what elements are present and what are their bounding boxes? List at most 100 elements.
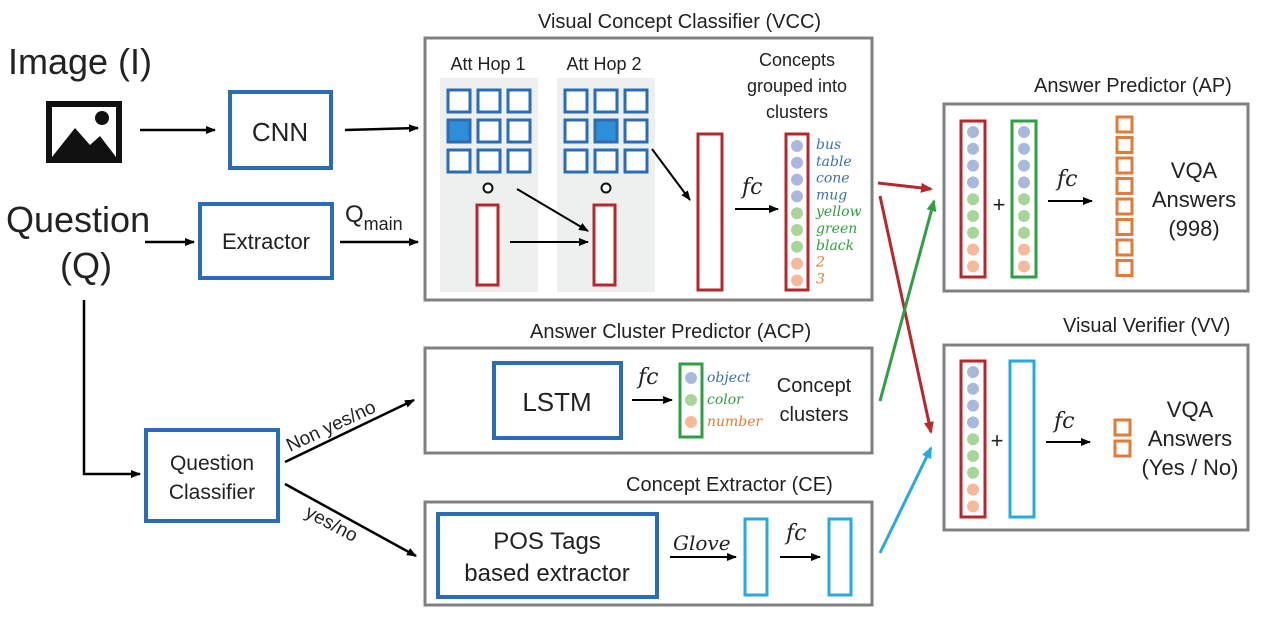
vv-answers-label-3: (Yes / No) bbox=[1141, 455, 1238, 480]
ap-box bbox=[942, 102, 1250, 293]
vv-answers-label-2: Answers bbox=[1148, 426, 1232, 451]
attention-cell bbox=[623, 118, 649, 144]
arrow-vcc-to-ap bbox=[877, 181, 933, 193]
cnn-block bbox=[228, 90, 333, 170]
vv-box bbox=[942, 343, 1250, 532]
question-label-1: Question bbox=[6, 199, 150, 240]
vv-answer-no bbox=[1113, 439, 1132, 458]
vector-dot bbox=[1018, 260, 1030, 273]
vector-dot bbox=[1018, 176, 1030, 189]
vector-dot bbox=[967, 450, 979, 462]
vv-fc-label: fc bbox=[1052, 409, 1074, 434]
vector-dot bbox=[967, 399, 979, 412]
attention-cell bbox=[563, 148, 589, 174]
vector-dot bbox=[967, 416, 979, 429]
concepts-label-2: grouped into bbox=[747, 76, 847, 96]
hop-2-question-vector bbox=[592, 203, 617, 287]
ap-fc-label: fc bbox=[1055, 167, 1077, 192]
concept-word: bus bbox=[816, 137, 841, 153]
vector-dot bbox=[1018, 243, 1030, 256]
ce-output-vector bbox=[827, 517, 853, 597]
extractor-block bbox=[198, 202, 334, 280]
arrow-question-classifier bbox=[82, 300, 141, 478]
answer-unit bbox=[1115, 136, 1134, 154]
vector-dot bbox=[967, 366, 979, 378]
vector-dot bbox=[967, 176, 979, 189]
attention-cell bbox=[593, 148, 619, 174]
vector-dot bbox=[791, 224, 803, 236]
vector-dot bbox=[791, 190, 803, 203]
vector-dot bbox=[967, 126, 979, 138]
question-classifier-label-2: Classifier bbox=[169, 481, 255, 504]
vcc-title: Visual Concept Classifier (VCC) bbox=[538, 11, 821, 33]
concepts-label-1: Concepts bbox=[759, 50, 835, 70]
arrow-hop2-to-feature bbox=[651, 148, 691, 201]
vector-dot bbox=[791, 173, 803, 186]
concept-word: green bbox=[816, 221, 857, 237]
vector-dot bbox=[791, 207, 803, 220]
att-hop-2-label: Att Hop 2 bbox=[566, 54, 641, 74]
cluster-word: color bbox=[707, 392, 744, 408]
concept-clusters-label-1: Concept bbox=[777, 375, 852, 397]
cluster-word: number bbox=[707, 414, 764, 430]
vector-dot bbox=[967, 159, 979, 172]
answer-unit bbox=[1115, 156, 1134, 175]
attention-cell bbox=[593, 88, 619, 114]
glove-vector bbox=[743, 517, 769, 597]
attended-region-cell bbox=[593, 118, 619, 144]
vector-dot bbox=[791, 274, 803, 287]
vector-dot bbox=[967, 382, 979, 395]
hop-1-multiply-op bbox=[482, 182, 494, 194]
hop-2-multiply-op bbox=[600, 182, 612, 194]
acp-fc-label: fc bbox=[636, 365, 658, 390]
acp-title: Answer Cluster Predictor (ACP) bbox=[530, 321, 811, 343]
vcc-feature-vector bbox=[696, 132, 724, 292]
hop-1-question-vector bbox=[475, 203, 500, 287]
vector-dot bbox=[967, 226, 979, 239]
att-hop-1-label: Att Hop 1 bbox=[450, 54, 525, 74]
vcc-fc-label: fc bbox=[740, 175, 762, 200]
pos-tags-block bbox=[436, 512, 659, 599]
non-yes-no-label: Non yes/no bbox=[283, 397, 379, 457]
vector-dot bbox=[1018, 142, 1030, 155]
pos-tags-label-2: based extractor bbox=[464, 560, 629, 587]
answer-unit bbox=[1115, 259, 1134, 277]
vv-plus: + bbox=[991, 428, 1004, 453]
ap-answers-label-3: (998) bbox=[1168, 216, 1219, 241]
vector-dot bbox=[791, 156, 803, 169]
vector-dot bbox=[967, 433, 979, 446]
pos-tags-label-1: POS Tags bbox=[493, 528, 601, 555]
vv-answers-label-1: VQA bbox=[1167, 397, 1214, 422]
concept-word: yellow bbox=[815, 204, 862, 220]
arrow-yes-no bbox=[284, 482, 417, 558]
arrow-vcc-to-vv bbox=[878, 195, 934, 434]
vector-dot bbox=[791, 140, 803, 152]
ap-title: Answer Predictor (AP) bbox=[1034, 75, 1232, 97]
vector-dot bbox=[967, 260, 979, 273]
concept-word: black bbox=[816, 238, 854, 254]
image-label: Image (I) bbox=[8, 41, 152, 82]
extractor-label: Extractor bbox=[222, 229, 310, 254]
attended-region-cell bbox=[446, 118, 472, 144]
ap-cluster-vector-dots bbox=[1018, 126, 1030, 273]
attention-cell bbox=[623, 148, 649, 174]
vector-dot bbox=[967, 500, 979, 513]
ap-answer-units bbox=[1115, 115, 1134, 277]
vector-dot bbox=[1018, 159, 1030, 172]
answer-unit bbox=[1115, 177, 1134, 195]
attention-cell bbox=[563, 118, 589, 144]
ce-fc-label: fc bbox=[784, 521, 806, 546]
attention-cell bbox=[563, 88, 589, 114]
attention-cell bbox=[446, 88, 472, 114]
question-classifier-block bbox=[144, 428, 280, 523]
attention-grid-hop-1 bbox=[446, 88, 532, 174]
attention-cell bbox=[623, 88, 649, 114]
cluster-vector-dots bbox=[685, 372, 697, 428]
vv-answer-yes bbox=[1113, 418, 1132, 437]
answer-unit bbox=[1115, 238, 1134, 257]
vv-concept-vector-dots bbox=[967, 366, 979, 513]
cnn-label: CNN bbox=[252, 117, 308, 147]
